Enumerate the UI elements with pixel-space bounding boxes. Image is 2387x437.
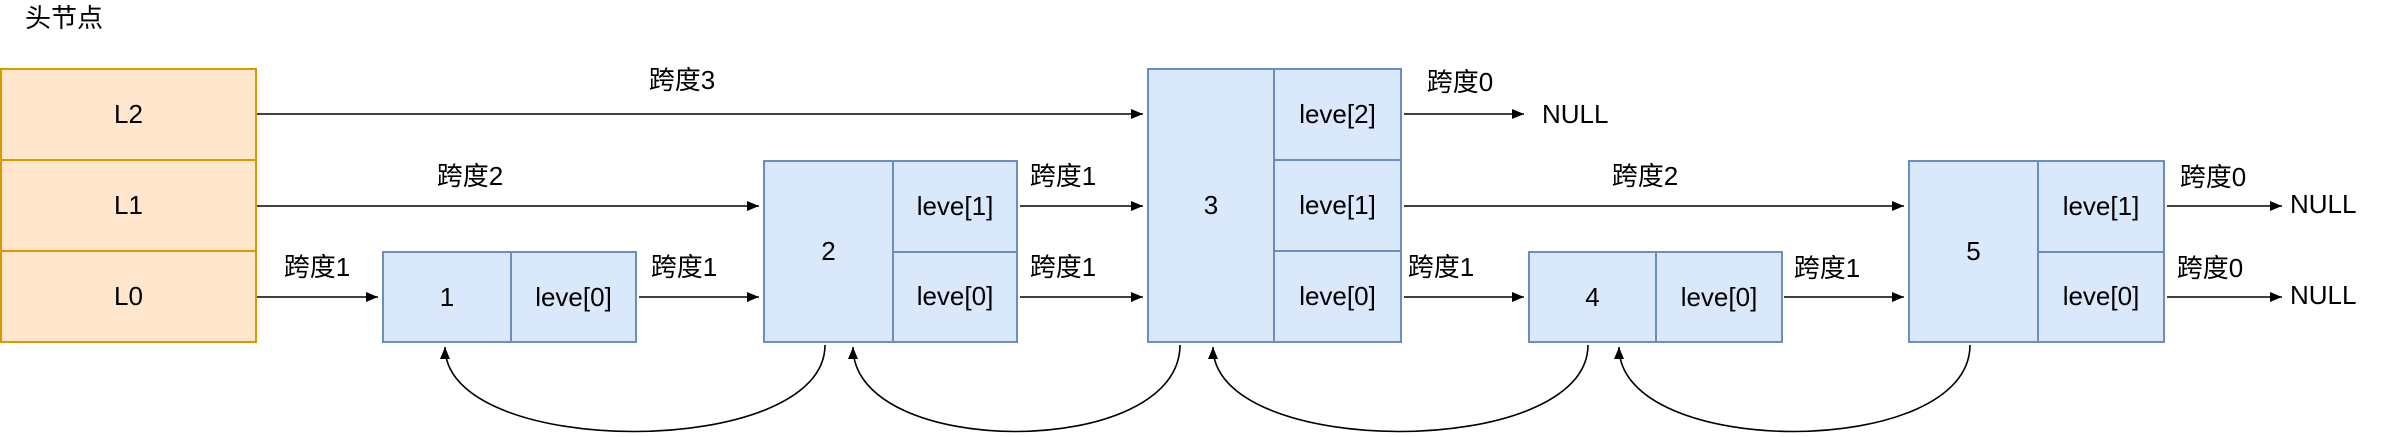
back-arrow-node2-to-node1 bbox=[440, 344, 826, 433]
span-label-n5-lv0: 跨度0 bbox=[2176, 253, 2244, 283]
node-1-value: 1 bbox=[384, 253, 512, 341]
node-4-value: 4 bbox=[1530, 253, 1657, 341]
null-label-node3-lv2: NULL bbox=[1542, 99, 1609, 129]
null-label-node5-lv0: NULL bbox=[2290, 280, 2357, 310]
node-5-level-0: leve[0] bbox=[2039, 250, 2163, 342]
span-label-n2-lv0: 跨度1 bbox=[1029, 252, 1097, 282]
node-2-value: 2 bbox=[765, 162, 894, 341]
span-label-n1-n2: 跨度1 bbox=[650, 252, 718, 282]
node-3-level-0: leve[0] bbox=[1275, 250, 1400, 341]
node-5-value: 5 bbox=[1910, 162, 2039, 341]
node-1-level-0: leve[0] bbox=[535, 281, 612, 312]
node-4: 4 leve[0] bbox=[1528, 251, 1783, 343]
node-4-level-0: leve[0] bbox=[1680, 281, 1758, 312]
back-arrow-node3-to-node2 bbox=[848, 344, 1181, 433]
node-2: 2 leve[1] leve[0] bbox=[763, 160, 1018, 343]
head-level-l1: L1 bbox=[2, 159, 255, 250]
head-level-l0: L0 bbox=[2, 250, 255, 341]
span-label-head-l0: 跨度1 bbox=[283, 252, 351, 282]
span-label-n3-lv2: 跨度0 bbox=[1426, 67, 1494, 97]
node-3-level-2: leve[2] bbox=[1299, 99, 1376, 129]
node-3-value: 3 bbox=[1149, 70, 1275, 341]
node-3-level-1: leve[1] bbox=[1275, 159, 1400, 250]
span-label-n3-lv0: 跨度1 bbox=[1407, 252, 1475, 282]
node-5: 5 leve[1] leve[0] bbox=[1908, 160, 2165, 343]
diagram-title: 头节点 bbox=[25, 3, 104, 33]
head-level-l2: L2 bbox=[114, 99, 143, 129]
span-label-n5-lv1: 跨度0 bbox=[2179, 162, 2247, 192]
span-label-n2-lv1: 跨度1 bbox=[1029, 161, 1097, 191]
span-label-n3-lv1: 跨度2 bbox=[1611, 161, 1679, 191]
node-5-level-1: leve[1] bbox=[2062, 190, 2140, 221]
span-label-head-l1: 跨度2 bbox=[436, 161, 504, 191]
span-label-n4-n5: 跨度1 bbox=[1793, 253, 1861, 283]
back-arrow-node5-to-node4 bbox=[1614, 344, 1971, 433]
node-3: 3 leve[2] leve[1] leve[0] bbox=[1147, 68, 1402, 343]
head-node: L2 L1 L0 bbox=[0, 68, 257, 343]
span-label-head-l2: 跨度3 bbox=[648, 65, 716, 95]
node-2-level-1: leve[1] bbox=[916, 190, 994, 221]
null-label-node5-lv1: NULL bbox=[2290, 189, 2357, 219]
back-arrow-node4-to-node3 bbox=[1208, 344, 1589, 433]
node-1: 1 leve[0] bbox=[382, 251, 637, 343]
node-2-level-0: leve[0] bbox=[894, 250, 1016, 342]
